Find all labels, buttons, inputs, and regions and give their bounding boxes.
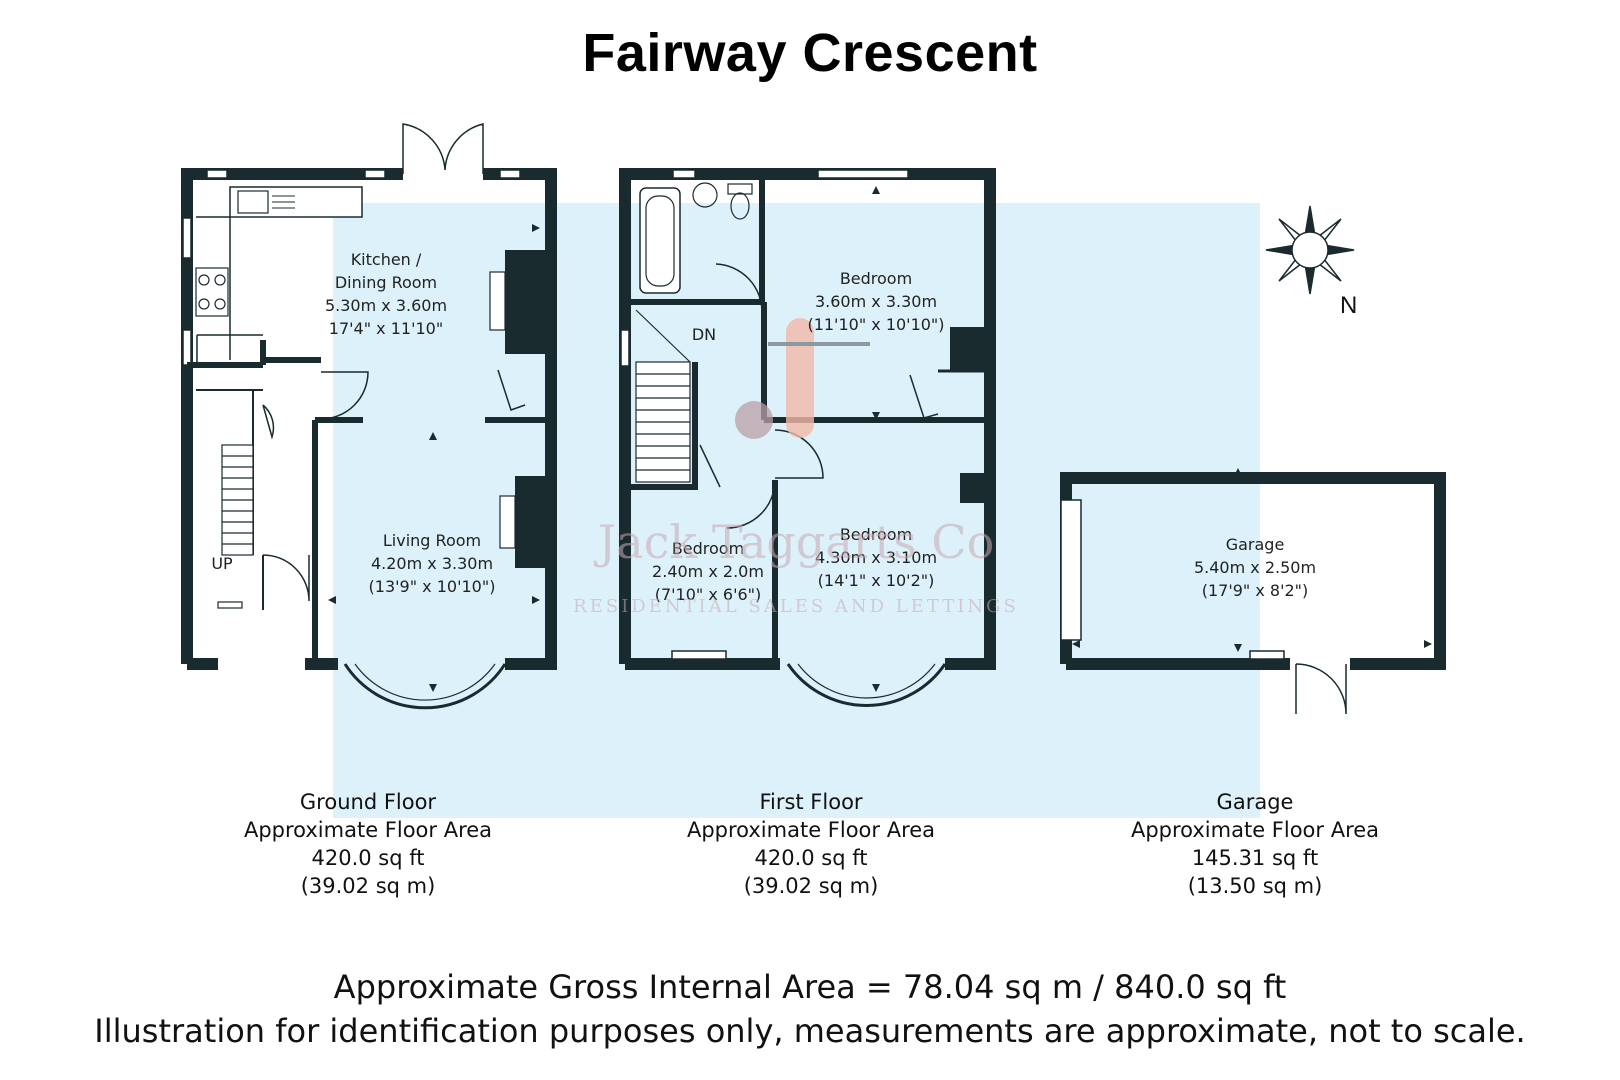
highlight-overlay	[333, 203, 1260, 818]
compass-north-label: N	[1340, 292, 1357, 319]
watermark-name: Jack Taggarts Co	[594, 515, 995, 569]
window	[620, 329, 630, 367]
gross-internal-area: Approximate Gross Internal Area = 78.04 …	[333, 968, 1287, 1006]
staircase	[221, 444, 254, 556]
sink-icon	[237, 190, 269, 214]
compass-rose-icon	[1265, 205, 1355, 295]
bay-window	[786, 663, 947, 707]
door	[726, 479, 776, 529]
bedroom-2-metric: 2.40m x 2.0m	[652, 562, 764, 581]
floor-name: Garage	[1216, 790, 1294, 814]
internal-wall	[196, 334, 263, 365]
window	[671, 650, 727, 660]
window	[499, 169, 521, 179]
bedroom-3-metric: 4.30m x 3.10m	[815, 548, 937, 567]
ground-floor-summary: Ground Floor Approximate Floor Area 420.…	[198, 788, 538, 900]
window	[206, 169, 228, 179]
watermark-tagline: RESIDENTIAL SALES AND LETTINGS	[573, 596, 1019, 617]
door	[699, 444, 721, 488]
window	[672, 169, 696, 179]
door	[1295, 663, 1347, 715]
kitchen-name: Kitchen /	[351, 250, 422, 269]
kitchen-imperial: 17'4" x 11'10"	[329, 319, 443, 338]
area-label: Approximate Floor Area	[686, 818, 936, 842]
area-sqft: 145.31 sq ft	[1191, 846, 1319, 870]
bedroom-1-metric: 3.60m x 3.30m	[815, 292, 937, 311]
window	[817, 169, 909, 179]
area-label: Approximate Floor Area	[1130, 818, 1380, 842]
door	[320, 371, 369, 420]
garage-summary: Garage Approximate Floor Area 145.31 sq …	[1085, 788, 1425, 900]
window	[364, 169, 386, 179]
door	[774, 429, 824, 479]
garage-metric: 5.40m x 2.50m	[1194, 558, 1316, 577]
cupboard	[950, 327, 990, 371]
door	[715, 263, 763, 313]
chimney-breast	[515, 476, 545, 568]
bedroom-2-name: Bedroom	[672, 539, 744, 558]
stairs-up-label: UP	[211, 554, 233, 573]
door	[497, 369, 526, 411]
area-label: Approximate Floor Area	[243, 818, 493, 842]
garage-name: Garage	[1226, 535, 1285, 554]
area-sqm: (39.02 sq m)	[300, 874, 436, 898]
kitchen-counter	[229, 186, 363, 218]
kitchen-metric: 5.30m x 3.60m	[325, 296, 447, 315]
window	[1249, 650, 1285, 660]
hob-icon	[195, 267, 229, 317]
area-sqm: (39.02 sq m)	[743, 874, 879, 898]
bedroom-2-imperial: (7'10" x 6'6")	[655, 585, 762, 604]
watermark-logo: Jack Taggarts Co RESIDENTIAL SALES AND L…	[573, 515, 1019, 617]
door	[909, 374, 939, 419]
garage-plan	[1060, 472, 1446, 715]
side-counter	[196, 216, 231, 360]
kitchen-name-2: Dining Room	[335, 273, 437, 292]
first-floor-plan	[619, 168, 996, 707]
area-sqm: (13.50 sq m)	[1187, 874, 1323, 898]
area-sqft: 420.0 sq ft	[754, 846, 868, 870]
living-room-imperial: (13'9" x 10'10")	[369, 577, 496, 596]
area-sqft: 420.0 sq ft	[311, 846, 425, 870]
bedroom-3-name: Bedroom	[840, 525, 912, 544]
garage-imperial: (17'9" x 8'2")	[1202, 581, 1309, 600]
internal-wall	[187, 340, 551, 664]
cupboard	[960, 473, 990, 503]
toilet-icon	[727, 183, 753, 195]
first-floor-summary: First Floor Approximate Floor Area 420.0…	[641, 788, 981, 900]
stairs-down-label: DN	[692, 325, 716, 344]
bay-window	[343, 663, 507, 710]
living-room-name: Living Room	[383, 531, 481, 550]
window	[182, 217, 192, 259]
bedroom-1-name: Bedroom	[840, 269, 912, 288]
basin-icon	[692, 182, 718, 208]
room-labels: Kitchen / Dining Room 5.30m x 3.60m 17'4…	[211, 250, 1316, 604]
bathtub-icon	[639, 187, 681, 294]
disclaimer-text: Illustration for identification purposes…	[94, 1012, 1526, 1050]
door	[262, 554, 310, 602]
window	[182, 329, 192, 366]
garage-door	[1060, 499, 1082, 641]
living-room-metric: 4.20m x 3.30m	[371, 554, 493, 573]
hallway-marker	[735, 401, 773, 439]
dimension-ticks	[328, 186, 1432, 692]
bedroom-3-imperial: (14'1" x 10'2")	[818, 571, 935, 590]
floor-name: Ground Floor	[299, 790, 437, 814]
window	[217, 601, 243, 609]
accent-marker	[786, 318, 814, 438]
staircase	[635, 309, 691, 483]
internal-wall	[631, 180, 767, 420]
ground-floor-plan	[181, 123, 557, 710]
bedroom-1-imperial: (11'10" x 10'10")	[807, 315, 944, 334]
door	[262, 404, 275, 440]
floor-name: First Floor	[759, 790, 863, 814]
page-title: Fairway Crescent	[582, 23, 1038, 83]
french-door	[402, 123, 484, 174]
chimney-breast	[505, 250, 545, 354]
